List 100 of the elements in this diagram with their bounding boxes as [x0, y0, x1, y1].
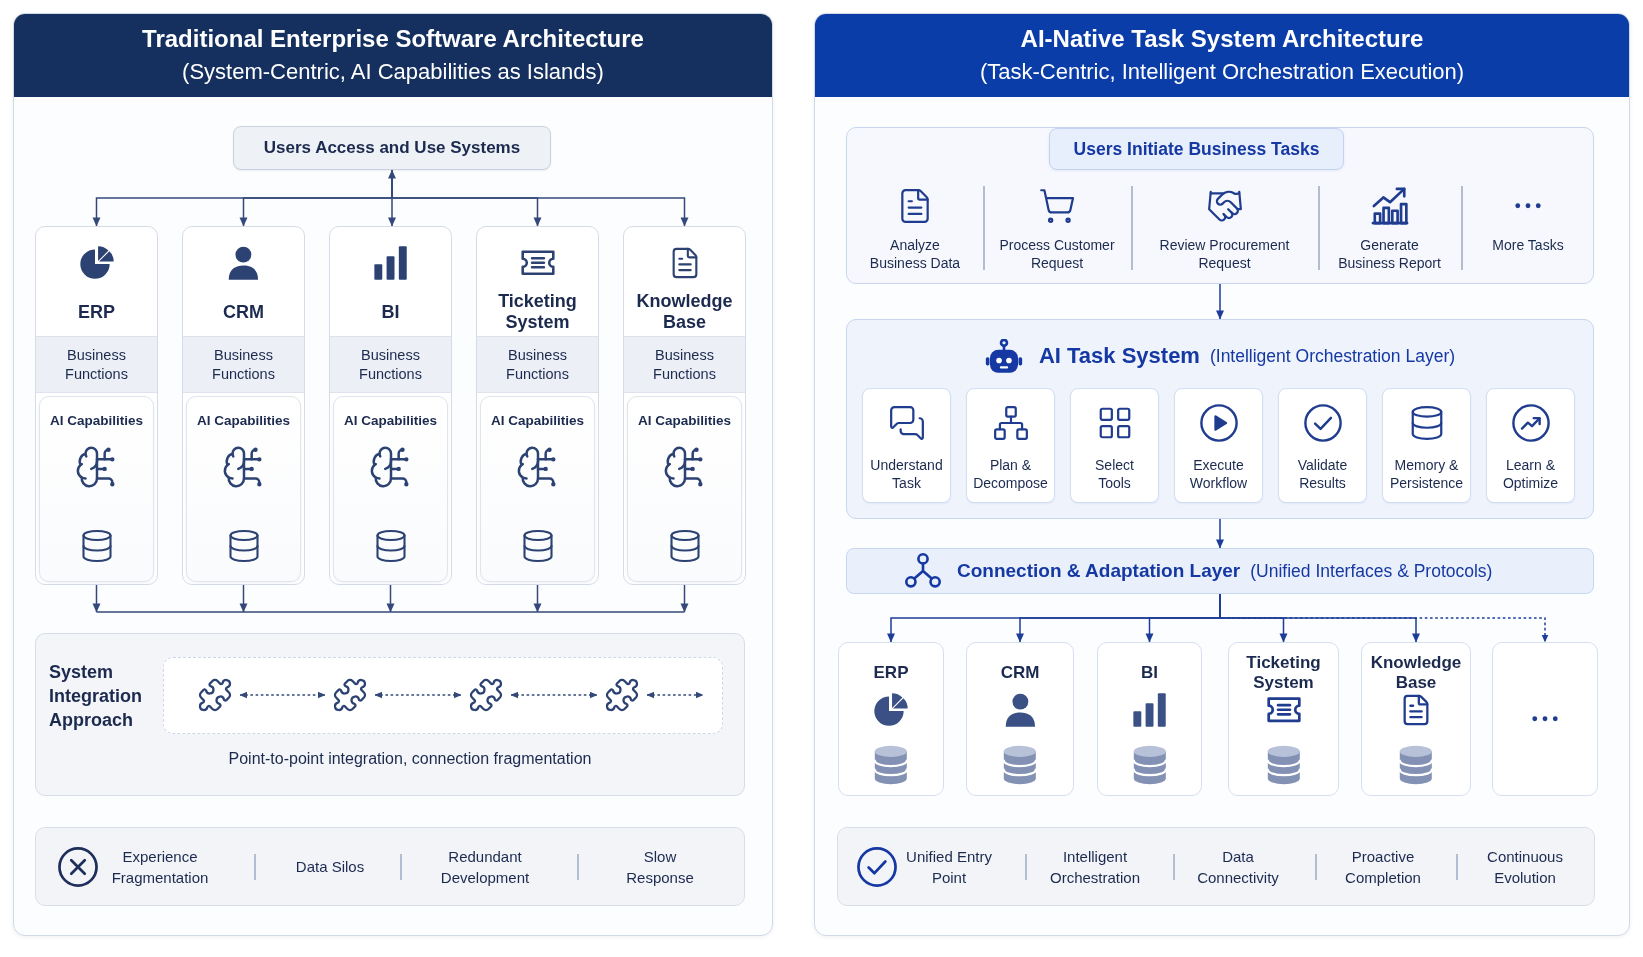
system-column — [623, 226, 746, 585]
architecture-panel — [13, 13, 773, 936]
arrow — [391, 169, 689, 227]
layer-title: Connection & Adaptation Layer — [957, 560, 1241, 582]
dashed-double-arrow — [374, 691, 462, 699]
function-label: Business Functions — [506, 345, 569, 384]
task-heading: Users Initiate Business Tasks — [1073, 138, 1320, 160]
task-heading-box — [1049, 128, 1344, 170]
summary-bar — [35, 827, 745, 906]
panel-subtitle: (System-Centric, AI Capabilities as Islands) — [182, 59, 604, 86]
panel-subtitle: (Task-Centric, Intelligent Orchestration Execution) — [979, 59, 1465, 86]
system-card — [1097, 642, 1202, 796]
dashed-double-arrow — [646, 691, 704, 699]
summary-label: Data Connectivity — [1196, 846, 1280, 888]
capability-label: Select Tools — [1094, 455, 1135, 493]
layer-title: AI Task System — [1038, 343, 1200, 369]
function-band — [624, 336, 745, 393]
function-band — [477, 336, 598, 393]
capability-card — [1486, 388, 1575, 503]
system-column — [329, 226, 452, 585]
capability-label: AI Capabilities — [491, 413, 584, 428]
summary-label: Slow Response — [625, 846, 695, 888]
summary-label: Continuous Evolution — [1486, 846, 1564, 888]
system-name: Ticketing System — [1245, 653, 1322, 693]
capability-label: AI Capabilities — [344, 413, 437, 428]
system-name: Knowledge Base — [635, 291, 734, 333]
function-label: Business Functions — [653, 345, 716, 384]
ai-capability-box — [39, 396, 154, 582]
integration-strip — [163, 657, 723, 734]
capability-card — [1070, 388, 1159, 503]
dashed-double-arrow — [239, 691, 326, 699]
capability-label: Learn & Optimize — [1501, 455, 1560, 493]
summary-label: Unified Entry Point — [905, 846, 993, 888]
layer-subtitle: (Intelligent Orchestration Layer) — [1209, 345, 1456, 367]
arrow — [92, 584, 101, 613]
task-label: Process Customer Request — [998, 236, 1116, 273]
ai-capability-box — [333, 396, 448, 582]
capability-card — [1174, 388, 1263, 503]
system-card — [1228, 642, 1339, 796]
arrow — [1216, 283, 1224, 320]
system-name: Knowledge Base — [1369, 653, 1463, 693]
system-card — [1492, 642, 1598, 796]
task-label: Review Procurement Request — [1158, 236, 1291, 273]
capability-label: Memory & Persistence — [1388, 455, 1465, 493]
system-name: CRM — [1000, 663, 1040, 683]
system-name: ERP — [873, 663, 909, 683]
integration-panel — [35, 633, 745, 796]
system-column — [35, 226, 158, 585]
puzzle-icon — [332, 677, 368, 713]
architecture-panel — [814, 13, 1630, 936]
capability-card — [1278, 388, 1367, 503]
system-column — [476, 226, 599, 585]
arrow — [1216, 518, 1224, 549]
ai-capability-box — [627, 396, 742, 582]
puzzle-icon — [468, 677, 504, 713]
capability-label: Execute Workflow — [1188, 455, 1249, 493]
dashed-double-arrow — [510, 691, 598, 699]
summary-label: Redundant Development — [439, 846, 531, 888]
capability-label: Validate Results — [1296, 455, 1349, 493]
function-label: Business Functions — [65, 345, 128, 384]
system-column — [182, 226, 305, 585]
summary-label: Intelligent Orchestration — [1048, 846, 1141, 888]
task-label: Generate Business Report — [1337, 236, 1442, 273]
summary-label: Experience Fragmentation — [110, 846, 210, 888]
function-label: Business Functions — [359, 345, 422, 384]
puzzle-icon — [604, 677, 640, 713]
panel-title: Traditional Enterprise Software Architecture — [142, 25, 644, 55]
system-name: BI — [1141, 663, 1158, 683]
puzzle-icon — [197, 677, 233, 713]
summary-bar — [837, 827, 1595, 906]
system-card — [838, 642, 944, 796]
entry-label: Users Access and Use Systems — [263, 138, 521, 158]
system-name: CRM — [223, 301, 264, 323]
arrow — [1219, 593, 1420, 643]
ai-capability-box — [480, 396, 595, 582]
capability-label: AI Capabilities — [638, 413, 731, 428]
ai-capability-box — [186, 396, 301, 582]
integration-caption: Point-to-point integration, connection fragmentation — [228, 750, 592, 768]
capability-label: AI Capabilities — [50, 413, 143, 428]
summary-label: Proactive Completion — [1344, 846, 1422, 888]
capability-card — [1382, 388, 1471, 503]
function-label: Business Functions — [212, 345, 275, 384]
system-card — [1361, 642, 1471, 796]
capability-card — [966, 388, 1055, 503]
function-band — [36, 336, 157, 393]
panel-title: AI-Native Task System Architecture — [1020, 25, 1424, 55]
task-label: Analyze Business Data — [868, 236, 962, 273]
function-band — [183, 336, 304, 393]
adaptation-layer-box — [846, 548, 1594, 594]
capability-label: Understand Task — [869, 455, 944, 493]
arrow — [386, 584, 395, 613]
system-name: Ticketing System — [497, 291, 578, 333]
system-card — [966, 642, 1074, 796]
integration-heading: System Integration Approach — [49, 661, 142, 732]
capability-card — [862, 388, 951, 503]
task-panel — [846, 127, 1594, 284]
orchestration-layer-box — [846, 319, 1594, 519]
layer-subtitle: (Unified Interfaces & Protocols) — [1250, 560, 1493, 582]
summary-label: Data Silos — [295, 857, 365, 877]
function-band — [330, 336, 451, 393]
